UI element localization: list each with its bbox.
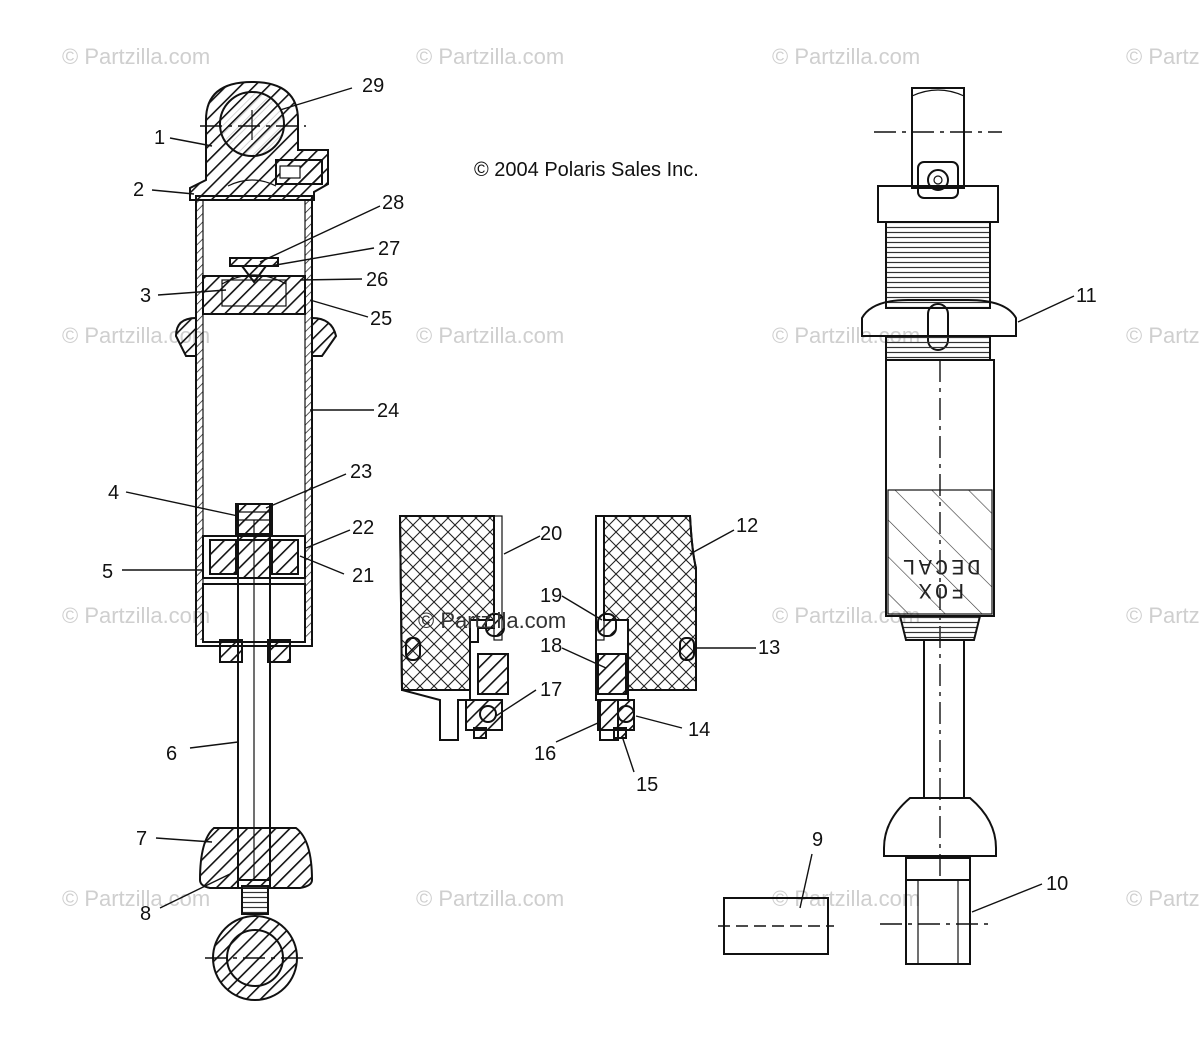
decal-text: DECAL xyxy=(899,553,980,578)
callout-label: 10 xyxy=(1046,873,1068,895)
callout-label: 3 xyxy=(140,285,151,307)
callout-label: 19 xyxy=(540,585,562,607)
watermark: © Partzilla.com xyxy=(416,323,564,348)
callout-label: 27 xyxy=(378,238,400,260)
callout-label: 17 xyxy=(540,679,562,701)
callout-label: 12 xyxy=(736,515,758,537)
callout-label: 16 xyxy=(534,743,556,765)
callout-label: 2 xyxy=(133,179,144,201)
callout-label: 26 xyxy=(366,269,388,291)
bumper xyxy=(198,827,314,889)
callout-label: 21 xyxy=(352,565,374,587)
callout-label: 9 xyxy=(812,829,823,851)
leader-lines xyxy=(122,87,1075,913)
callout-label: 25 xyxy=(370,308,392,330)
callout-label: 14 xyxy=(688,719,710,741)
callout-label: 29 xyxy=(362,75,384,97)
watermark: © Partzilla.com xyxy=(416,886,564,911)
spring-retainer xyxy=(174,316,197,357)
callout-label: 24 xyxy=(377,400,399,422)
shock-cross-section xyxy=(174,80,338,1001)
watermark: © Partzilla.com xyxy=(62,603,210,628)
callout-label: 22 xyxy=(352,517,374,539)
callout-label: 7 xyxy=(136,828,147,850)
watermark: © Partzilla.com xyxy=(1126,603,1200,628)
callout-label: 5 xyxy=(102,561,113,583)
watermark: © Partzilla.com xyxy=(772,44,920,69)
callout-label: 1 xyxy=(154,127,165,149)
shock-exterior-view: DECAL FOX xyxy=(861,87,1017,965)
seal-head-detail xyxy=(398,515,697,741)
callout-label: 15 xyxy=(636,774,658,796)
callout-label: 11 xyxy=(1076,285,1097,307)
callout-label: 28 xyxy=(382,192,404,214)
decal-text: FOX xyxy=(916,577,965,602)
callout-label: 4 xyxy=(108,482,119,504)
watermark: © Partzilla.com xyxy=(62,44,210,69)
watermark: © Partzilla.com xyxy=(62,886,210,911)
decal-area xyxy=(888,490,992,614)
watermark: © Partzilla.com xyxy=(1126,44,1200,69)
callout-label: 23 xyxy=(350,461,372,483)
callout-label: 20 xyxy=(540,523,562,545)
callout-label: 8 xyxy=(140,903,151,925)
callout-label: 18 xyxy=(540,635,562,657)
copyright-text: © 2004 Polaris Sales Inc. xyxy=(474,159,699,181)
threaded-end xyxy=(241,885,269,915)
watermark: © Partzilla.com xyxy=(418,608,566,633)
callout-numbers: 1 2 3 4 5 6 7 8 9 10 11 12 13 14 15 16 1… xyxy=(102,75,1097,925)
watermark: © Partzilla.com xyxy=(1126,323,1200,348)
spacer xyxy=(718,897,834,955)
watermark: © Partzilla.com xyxy=(416,44,564,69)
watermark-layer: © Partzilla.com © Partzilla.com © Partzi… xyxy=(62,44,1200,911)
callout-label: 13 xyxy=(758,637,780,659)
watermark: © Partzilla.com xyxy=(1126,886,1200,911)
callout-label: 6 xyxy=(166,743,177,765)
